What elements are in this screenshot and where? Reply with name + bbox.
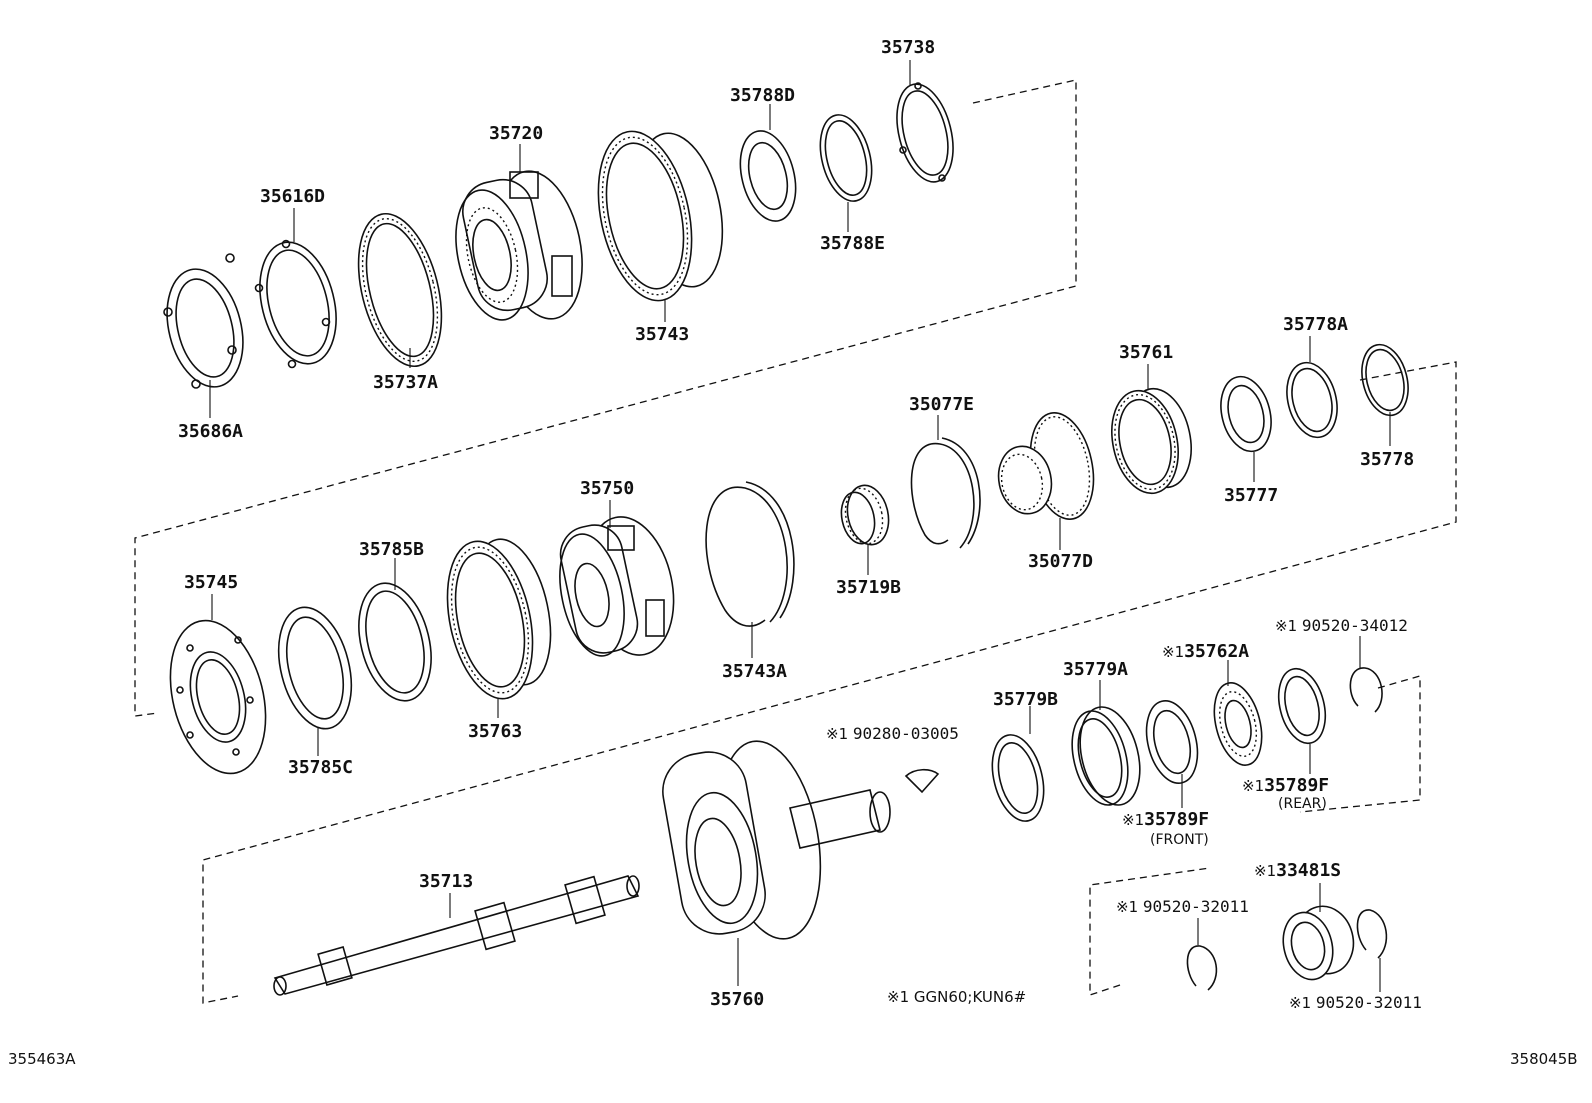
corner-code-right: 358045B [1510, 1050, 1578, 1068]
part-35777-drawing [1220, 375, 1272, 453]
part-35616D-drawing [254, 239, 337, 369]
label-rear: (REAR) [1278, 796, 1327, 812]
label-90520-32011-bottom: ※1 90520-32011 [1289, 993, 1422, 1012]
part-35778A-drawing [1286, 361, 1338, 439]
label-90280-03005: ※1 90280-03005 [826, 724, 959, 743]
label-35745: 35745 [184, 572, 239, 593]
group-outline-bearing [1089, 867, 1211, 996]
label-35077E: 35077E [909, 394, 975, 415]
part-35762A-drawing [1213, 682, 1263, 766]
label-applicability-note: ※1 GGN60;KUN6# [887, 988, 1027, 1006]
label-35778: 35778 [1360, 449, 1415, 470]
label-35778A: 35778A [1283, 314, 1349, 335]
part-35745-drawing [169, 619, 267, 775]
part-33481S-drawing [1282, 905, 1355, 981]
label-35763: 35763 [468, 721, 523, 742]
part-90520-32011-b-drawing [1356, 909, 1388, 959]
part-35713-drawing [273, 875, 640, 996]
part-35778-drawing [1361, 343, 1409, 417]
part-90280-03005-drawing [904, 768, 940, 794]
label-35779A: 35779A [1063, 659, 1129, 680]
part-35077D-drawing [997, 412, 1095, 520]
label-35762A: ※135762A [1162, 641, 1250, 662]
part-35785C-drawing [277, 606, 353, 730]
label-35720: 35720 [489, 123, 544, 144]
label-35761: 35761 [1119, 342, 1174, 363]
part-35719B-drawing [840, 484, 890, 546]
label-35789F-front: ※135789F [1122, 809, 1210, 830]
group-outline-row2 [202, 361, 1457, 1004]
label-35719B: 35719B [836, 577, 902, 598]
part-35743-drawing [597, 130, 724, 302]
part-35077E-drawing [910, 437, 981, 549]
group-outline-row1 [134, 79, 1077, 717]
part-35743A-drawing [705, 481, 795, 627]
part-35785B-drawing [358, 582, 432, 702]
label-35750: 35750 [580, 478, 635, 499]
label-35743: 35743 [635, 324, 690, 345]
leader-lines [209, 60, 1391, 992]
label-front: (FRONT) [1150, 832, 1209, 848]
part-90520-32011-a-drawing [1186, 945, 1218, 991]
part-35779A-drawing [1071, 706, 1141, 806]
label-35785C: 35785C [288, 757, 354, 778]
label-90520-32011-top: ※1 90520-32011 [1116, 897, 1249, 916]
part-35789F-rear-drawing [1277, 667, 1327, 745]
label-35788E: 35788E [820, 233, 886, 254]
part-35760-drawing [662, 740, 891, 940]
part-35761-drawing [1111, 387, 1192, 495]
label-35760: 35760 [710, 989, 765, 1010]
label-33481S: ※133481S [1254, 860, 1342, 881]
label-35788D: 35788D [730, 85, 796, 106]
part-35750-drawing [559, 516, 675, 657]
label-35785B: 35785B [359, 539, 425, 560]
label-35616D: 35616D [260, 186, 326, 207]
part-35788D-drawing [739, 130, 797, 222]
label-35686A: 35686A [178, 421, 244, 442]
label-35713: 35713 [419, 871, 474, 892]
part-35763-drawing [446, 538, 552, 700]
part-35779B-drawing [991, 734, 1045, 822]
part-35789F-front-drawing [1145, 700, 1199, 784]
label-35737A: 35737A [373, 372, 439, 393]
part-35737A-drawing [357, 212, 443, 368]
label-35738: 35738 [881, 37, 936, 58]
label-90520-34012: ※1 90520-34012 [1275, 616, 1408, 635]
label-35777: 35777 [1224, 485, 1279, 506]
label-35789F-rear: ※135789F [1242, 775, 1330, 796]
part-35788E-drawing [819, 114, 873, 202]
part-35686A-drawing [163, 253, 244, 389]
label-35779B: 35779B [993, 689, 1059, 710]
part-35720-drawing [455, 170, 583, 321]
corner-code-left: 355463A [8, 1050, 76, 1068]
part-90520-34012-drawing [1349, 667, 1383, 713]
label-35077D: 35077D [1028, 551, 1094, 572]
part-35738-drawing [896, 82, 954, 183]
label-35743A: 35743A [722, 661, 788, 682]
